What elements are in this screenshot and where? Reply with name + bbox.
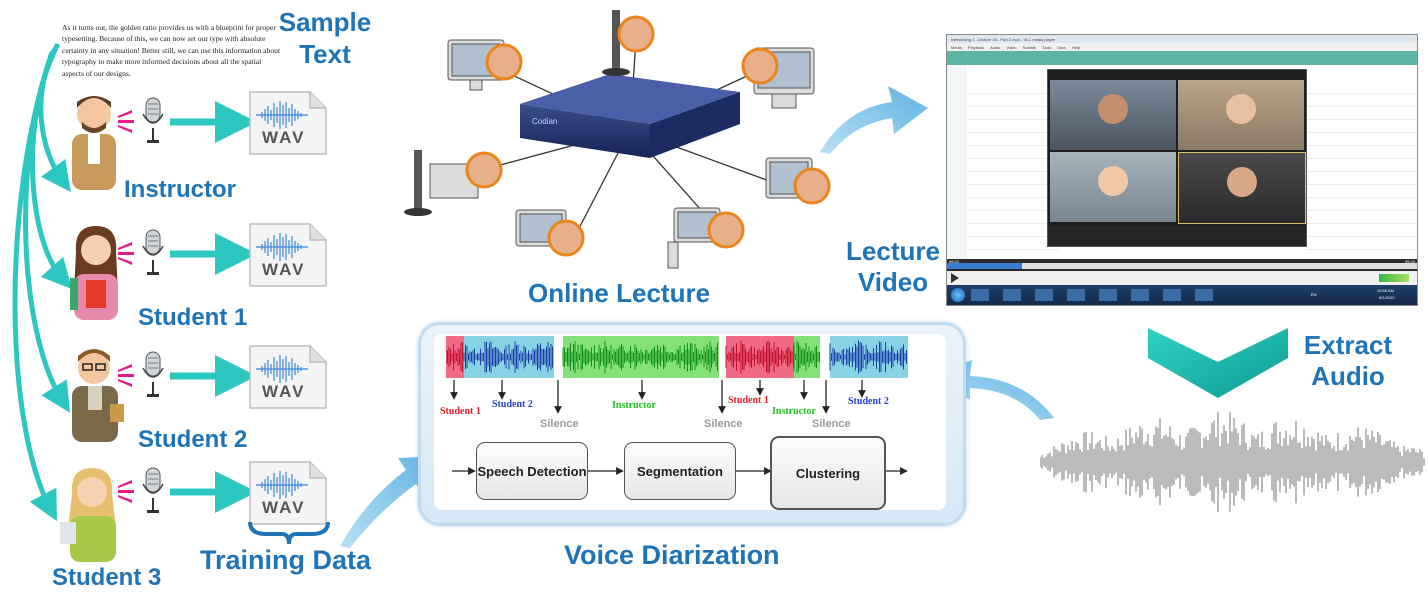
wav-file-icon — [249, 461, 327, 525]
vlc-titlebar: Networking 1 - Lecture 16 - Part 1.mp4 -… — [947, 35, 1417, 43]
mic-student3 — [118, 467, 257, 514]
taskbar-lang: EN — [1311, 292, 1317, 297]
participant-tile — [1050, 80, 1176, 150]
endpoint-pole-icon — [404, 150, 479, 216]
instructor-avatar — [72, 96, 116, 190]
vlc-menu-view[interactable]: View — [1057, 44, 1066, 50]
training-data-label: Training Data — [200, 545, 372, 575]
pipeline-speech-detection: Speech Detection — [476, 442, 588, 500]
lecture-to-video-arrow — [820, 86, 928, 154]
vlc-menu-video[interactable]: Video — [1006, 44, 1017, 50]
label-instructor: Instructor — [124, 176, 237, 203]
wav-file-student1: WAV — [248, 222, 328, 288]
sample-text-title: Sample Text — [278, 7, 372, 69]
video-call-grid — [1047, 69, 1307, 247]
endpoint-pole-icon — [602, 10, 630, 76]
taskbar-clock-time: 10:55 AM — [1377, 288, 1394, 293]
wav-label: WAV — [262, 498, 306, 517]
wav-file-student3: WAV — [248, 460, 328, 526]
svg-text:Codian: Codian — [532, 117, 557, 126]
recording-arrows — [118, 97, 257, 514]
lecture-video-screenshot: Networking 1 - Lecture 16 - Part 1.mp4 -… — [946, 34, 1418, 306]
seg-label-silence: Silence — [540, 418, 579, 430]
conference-hub-icon: Codian — [520, 74, 740, 158]
student1-avatar — [70, 226, 118, 320]
speaker-arrows — [12, 42, 72, 522]
label-student1: Student 1 — [138, 304, 248, 331]
online-lecture-network: Codian — [404, 10, 831, 269]
student2-avatar — [72, 349, 124, 442]
vlc-menu-media[interactable]: Media — [951, 44, 962, 50]
seg-label-instructor: Instructor — [612, 400, 656, 411]
label-student3: Student 3 — [52, 564, 162, 591]
seg-label-silence-c: Silence — [812, 418, 851, 430]
student3-avatar — [60, 468, 116, 562]
diarization-waveform — [446, 340, 907, 374]
wav-label: WAV — [262, 382, 306, 401]
wav-file-icon — [249, 91, 327, 155]
play-icon[interactable] — [951, 273, 959, 283]
voice-diarization-label: Voice Diarization — [564, 540, 780, 570]
wav-label: WAV — [262, 260, 306, 279]
lecture-video-line1: Lecture — [846, 236, 940, 266]
lecture-video-label: Lecture Video — [838, 236, 948, 298]
pipeline-clustering: Clustering — [770, 436, 886, 510]
seg-label-student1-b: Student 1 — [728, 395, 769, 406]
seg-label-silence-b: Silence — [704, 418, 743, 430]
wav-label: WAV — [262, 128, 306, 147]
mic-student2 — [118, 351, 257, 398]
segment-pointer-arrows — [450, 380, 866, 414]
extract-audio-line1: Extract — [1303, 330, 1393, 360]
taskbar-app-icons — [971, 289, 1221, 301]
lecture-video-line2: Video — [857, 267, 929, 297]
vlc-menu-help[interactable]: Help — [1071, 44, 1081, 50]
vlc-menu-playback[interactable]: Playback — [967, 44, 985, 50]
vlc-window-title: Networking 1 - Lecture 16 - Part 1.mp4 -… — [951, 36, 1056, 42]
extract-chevron-icon — [1148, 328, 1288, 398]
pipeline-segmentation: Segmentation — [624, 442, 736, 500]
vlc-time-start: 06:22 — [949, 259, 960, 264]
participant-tile — [1178, 152, 1306, 224]
mic-instructor — [118, 97, 257, 144]
windows-taskbar: EN 10:55 AM 8/1/2020 — [947, 285, 1417, 305]
sample-text-paragraph: As it turns out, the golden ratio provid… — [62, 23, 281, 78]
seg-label-instructor-b: Instructor — [772, 406, 816, 417]
vlc-seekbar[interactable] — [947, 263, 1417, 269]
vlc-menu-tools[interactable]: Tools — [1041, 44, 1052, 50]
start-button-icon[interactable] — [951, 288, 965, 302]
online-lecture-label: Online Lecture — [528, 278, 711, 308]
mic-student1 — [118, 229, 257, 276]
volume-icon[interactable] — [1379, 274, 1409, 282]
vlc-menubar: Media Playback Audio Video Subtitle Tool… — [947, 43, 1417, 51]
training-data-brace — [248, 521, 330, 545]
extract-audio-label: Extract Audio — [1288, 330, 1408, 392]
taskbar-clock-date: 8/1/2020 — [1379, 295, 1395, 300]
vlc-menu-audio[interactable]: Audio — [990, 44, 1001, 50]
vlc-controls — [947, 271, 1417, 285]
wav-file-icon — [249, 223, 327, 287]
seg-label-student1: Student 1 — [440, 406, 481, 417]
wav-file-student2: WAV — [248, 344, 328, 410]
label-student2: Student 2 — [138, 426, 248, 453]
wav-file-instructor: WAV — [248, 90, 328, 156]
participant-tile — [1050, 152, 1176, 222]
vlc-menu-subtitle[interactable]: Subtitle — [1022, 44, 1036, 50]
extracted-audio-waveform — [1040, 411, 1425, 513]
vlc-time-end: 39:29 — [1404, 259, 1415, 264]
pipeline-arrows — [452, 467, 908, 475]
seg-label-student2-b: Student 2 — [848, 396, 889, 407]
wav-file-icon — [249, 345, 327, 409]
participant-tile — [1178, 80, 1304, 150]
training-to-diarization-arrow — [340, 456, 442, 548]
extract-audio-line2: Audio — [1311, 361, 1385, 391]
seg-label-student2: Student 2 — [492, 399, 533, 410]
